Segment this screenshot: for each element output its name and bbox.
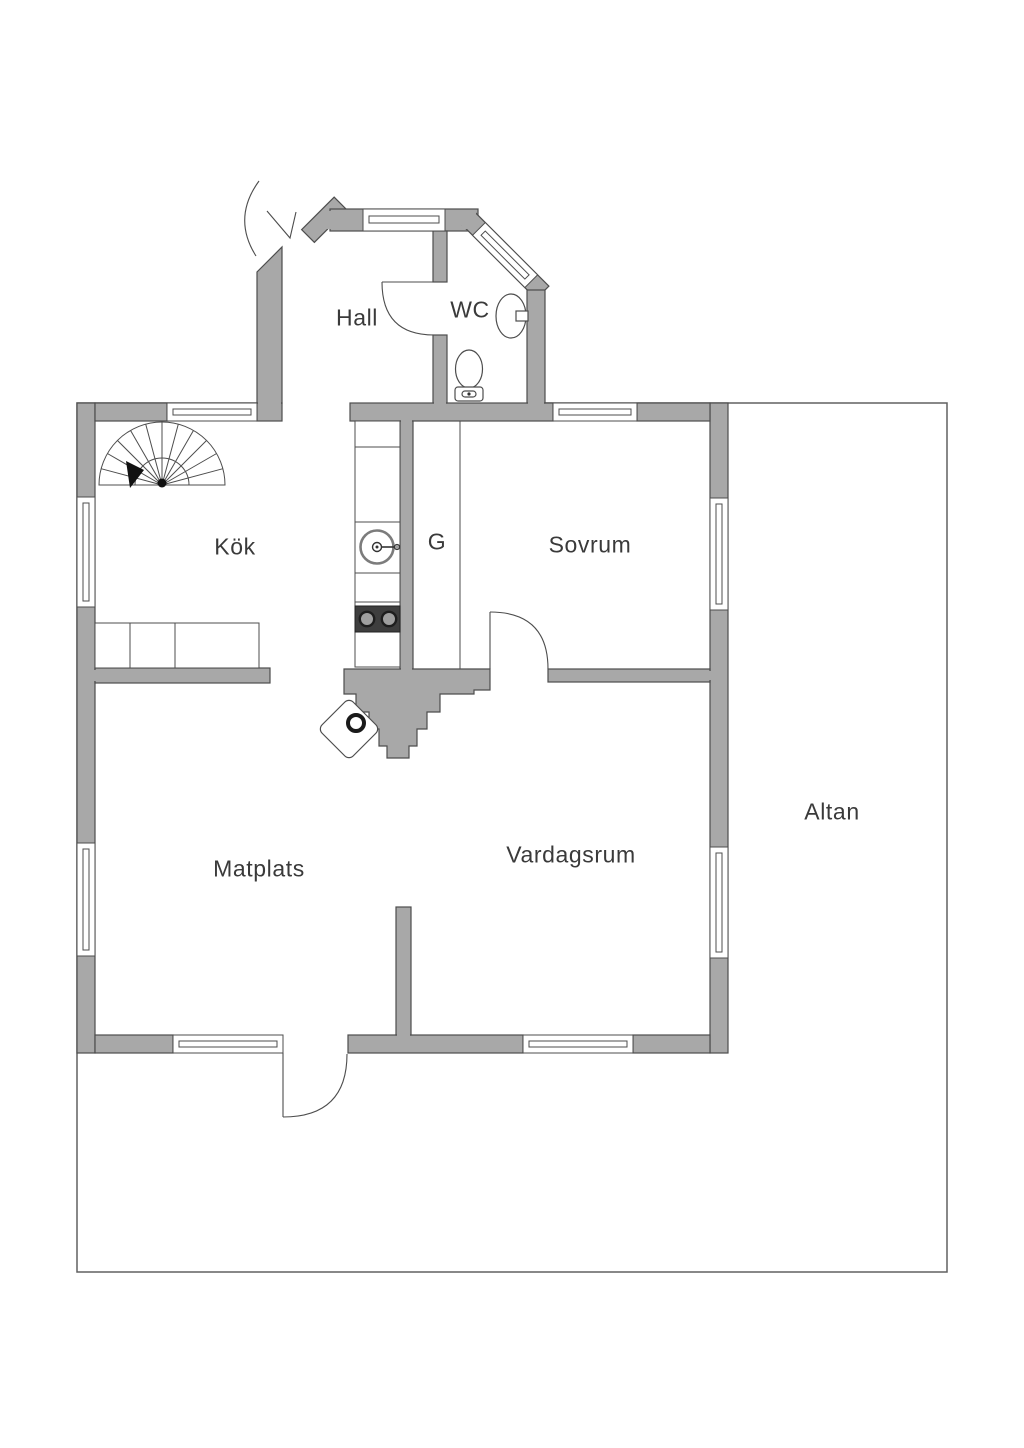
window-bottom-left [172, 1034, 284, 1054]
windows [76, 208, 729, 1054]
room-label-g: G [427, 528, 447, 555]
window-wc-diagonal [471, 221, 539, 289]
room-label-matplats: Matplats [213, 855, 305, 882]
entrance-door [244, 180, 297, 257]
hall-wc-divider-bottom [432, 334, 448, 404]
wood-stove [319, 699, 379, 759]
wall-kitchen-bedroom [399, 420, 414, 671]
hall-wc-divider-top [432, 230, 448, 283]
wall-kok-matplats [94, 667, 271, 684]
window-bottom-right [522, 1034, 634, 1054]
wall-top-3 [349, 402, 554, 422]
wall-sovrum-vardagsrum [547, 668, 711, 683]
bedroom-door [489, 611, 549, 670]
interior-wall-joins [92, 419, 711, 1037]
wall-bottom-2 [347, 1034, 524, 1054]
doors [244, 180, 549, 1118]
direction-arrow [126, 461, 144, 488]
hall-left-wall [256, 245, 283, 404]
window-top-right [552, 402, 638, 422]
stair-treads [100, 422, 224, 486]
kitchen-counter-run [94, 622, 260, 669]
room-label-hall: Hall [335, 304, 379, 331]
wall-stub-matplats-vardagsrum [395, 906, 412, 1036]
window-right-sovrum [709, 497, 729, 611]
kitchen-fixtures [94, 420, 401, 669]
room-label-sovrum: Sovrum [548, 531, 632, 558]
room-label-vardagsrum: Vardagsrum [506, 841, 636, 868]
toilet [454, 349, 484, 402]
window-top-left [166, 402, 258, 422]
room-label-kok: Kök [214, 533, 256, 560]
kitchen-sink [359, 529, 401, 565]
room-label-wc: WC [450, 296, 490, 323]
interior-walls [94, 420, 711, 1036]
room-label-altan: Altan [804, 798, 860, 825]
wc-door [381, 281, 435, 336]
stair-center [157, 478, 167, 488]
window-left-kok [76, 496, 96, 608]
wall-joins [258, 211, 544, 406]
wc-right-wall [526, 289, 546, 404]
cooktop [354, 605, 401, 633]
window-right-vardagsrum [709, 846, 729, 959]
spiral-staircase [98, 421, 226, 488]
wall-bottom-1 [94, 1034, 174, 1054]
window-left-matplats [76, 842, 96, 957]
chimney [343, 668, 491, 759]
wall-bottom-3 [632, 1034, 711, 1054]
wall-top-4 [636, 402, 711, 422]
wall-top-1 [94, 402, 168, 422]
window-hall [362, 208, 446, 232]
terrace-door [282, 1053, 348, 1118]
wc-fixtures [454, 293, 529, 402]
wc-sink [495, 293, 529, 339]
